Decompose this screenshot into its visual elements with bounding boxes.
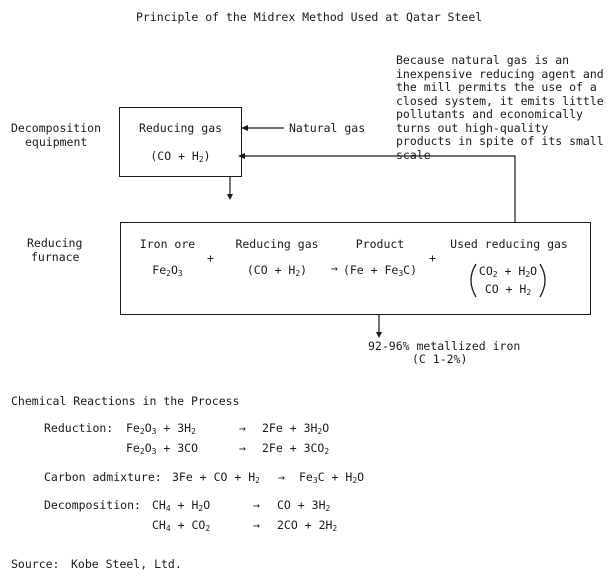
decomposition-result-1: CO + 3H2	[277, 498, 331, 513]
decomposition-reaction-1: CH4 + H2O	[152, 498, 211, 513]
page-title: Principle of the Midrex Method Used at Q…	[136, 10, 483, 24]
reduction-result-2: 2Fe + 3CO2	[262, 441, 330, 456]
furnace-reducing-gas-label: Reducing gas	[235, 237, 319, 251]
carbon-admixture-reaction: 3Fe + CO + H2	[172, 470, 260, 485]
carbon-admixture-result: Fe3C + H2O	[299, 470, 365, 485]
source-label: Source:	[11, 557, 60, 571]
decomposition-gas-label: Reducing gas	[138, 121, 223, 135]
used-gas-formula-line2: CO + H2	[484, 282, 532, 297]
source-value: Kobe Steel, Ltd.	[71, 557, 182, 571]
decomposition-reaction-label: Decomposition:	[44, 498, 141, 512]
carbon-admixture-label: Carbon admixture:	[44, 470, 162, 484]
decomposition-label-line1: Decomposition	[11, 121, 102, 135]
decomposition-box: Reducing gas (CO + H2)	[119, 107, 242, 177]
output-label-line1: 92-96% metallized iron	[368, 339, 521, 353]
reduction-reaction-1: Fe2O3 + 3H2	[126, 421, 196, 436]
gas-to-furnace-arrowhead	[227, 194, 233, 200]
yields-arrow: →	[331, 261, 338, 275]
natural-gas-arrowhead	[241, 125, 248, 131]
used-gas-formula-line1: CO2 + H2O	[478, 264, 538, 279]
decomposition-label-line2: equipment	[25, 135, 88, 149]
reduction-label: Reduction:	[44, 421, 114, 435]
reduction-reaction-2: Fe2O3 + 3CO	[126, 441, 199, 456]
reducing-furnace-box	[120, 222, 591, 315]
iron-ore-label: Iron ore	[139, 237, 196, 251]
natural-gas-label: Natural gas	[289, 121, 366, 135]
product-label: Product	[355, 237, 405, 251]
decomposition-result-2: 2CO + 2H2	[277, 518, 338, 533]
plus-sign-2: +	[429, 251, 436, 265]
reduction-result-1: 2Fe + 3H2O	[262, 421, 330, 436]
used-gas-label: Used reducing gas	[450, 237, 568, 251]
reactions-heading: Chemical Reactions in the Process	[11, 394, 240, 408]
decomposition-gas-formula: (CO + H2)	[150, 149, 211, 164]
output-label-line2: (C 1-2%)	[412, 352, 468, 366]
furnace-reducing-gas-formula: (CO + H2)	[246, 263, 308, 278]
plus-sign-1: +	[207, 251, 214, 265]
furnace-label-line1: Reducing	[27, 236, 83, 250]
furnace-label-line2: furnace	[31, 250, 80, 264]
reduction-arrow-1: →	[239, 421, 246, 435]
iron-ore-formula: Fe2O3	[152, 263, 183, 278]
decomposition-arrow-2: →	[253, 518, 260, 532]
recycle-loop-line	[244, 155, 516, 222]
reduction-arrow-2: →	[239, 441, 246, 455]
carbon-admixture-arrow: →	[278, 470, 285, 484]
product-formula: (Fe + Fe3C)	[342, 263, 418, 278]
explanatory-note: Because natural gas is an inexpensive re…	[396, 53, 604, 162]
furnace-output-arrowhead	[376, 332, 382, 338]
decomposition-reaction-2: CH4 + CO2	[152, 518, 211, 533]
decomposition-arrow-1: →	[253, 498, 260, 512]
